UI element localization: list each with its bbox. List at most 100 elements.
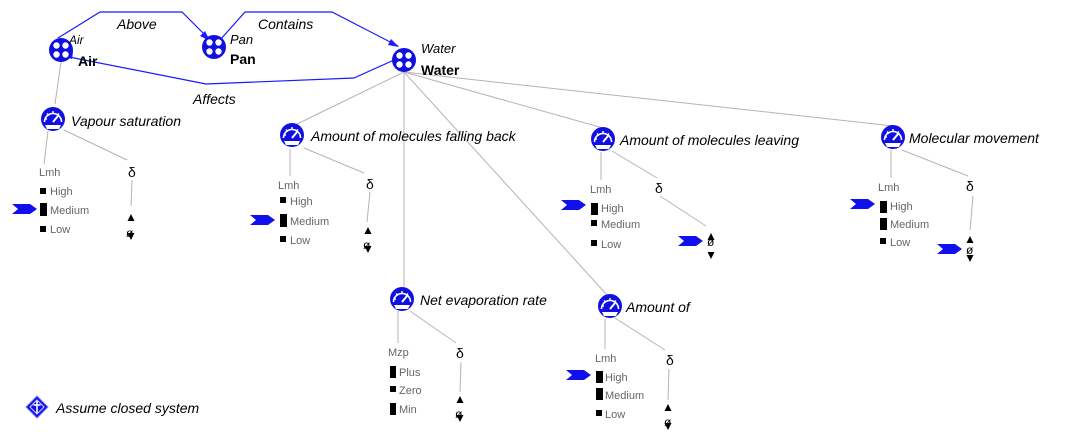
entity-pan[interactable]: Pan Pan xyxy=(202,32,256,67)
quantity-net-evaporation-rate[interactable]: Net evaporation rate Mzp Plus Zero Min δ… xyxy=(388,286,547,422)
value-marker xyxy=(596,410,602,416)
relation-affects-line xyxy=(63,55,395,85)
value-marker xyxy=(280,197,286,203)
structure-links xyxy=(43,61,974,401)
value-high: High xyxy=(290,196,313,208)
value-low: Low xyxy=(605,409,625,421)
link-water-amount xyxy=(403,71,609,297)
relation-above-label: Above xyxy=(116,16,157,32)
entity-water-small-label: Water xyxy=(421,41,456,56)
value-marker xyxy=(390,386,396,392)
link-falling-derivative xyxy=(303,147,365,174)
derivative-value: ø xyxy=(126,226,134,240)
quantity-space-label: Lmh xyxy=(278,180,299,192)
value-high: High xyxy=(890,201,913,213)
entity-air-small-label: Air xyxy=(68,33,85,47)
quantity-amount-leaving[interactable]: Amount of molecules leaving Lmh High Med… xyxy=(561,126,799,259)
value-marker-current xyxy=(880,201,887,213)
value-marker xyxy=(40,188,46,194)
gauge-icon xyxy=(880,124,906,150)
quantity-amount-falling-back[interactable]: Amount of molecules falling back Lmh Hig… xyxy=(250,122,517,253)
link-water-movement xyxy=(403,71,894,127)
quantity-name: Amount of molecules leaving xyxy=(619,132,799,148)
relation-above-line xyxy=(57,11,211,41)
link-vapour-space xyxy=(43,130,49,165)
derivative-pointer xyxy=(678,236,703,246)
value-marker xyxy=(591,240,597,246)
assumption-label: Assume closed system xyxy=(55,400,199,416)
relation-links xyxy=(57,11,399,85)
current-value-pointer xyxy=(12,204,37,214)
derivative-value: ø xyxy=(707,235,715,249)
link-movement-derivative xyxy=(901,149,969,177)
value-high: High xyxy=(605,372,628,384)
entity-water-name: Water xyxy=(421,62,460,78)
link-falling-deriv-value xyxy=(366,191,371,223)
relation-contains-label: Contains xyxy=(258,16,313,32)
derivative-symbol: δ xyxy=(966,178,974,194)
link-leaving-deriv-value xyxy=(659,195,707,227)
gauge-icon xyxy=(279,122,305,148)
value-high: High xyxy=(50,186,73,198)
entity-pan-small-label: Pan xyxy=(230,32,253,47)
link-amount-deriv-value xyxy=(667,368,670,401)
entity-water[interactable]: Water Water xyxy=(392,41,460,78)
link-water-leaving xyxy=(403,71,604,129)
relation-affects-label: Affects xyxy=(192,91,236,107)
link-vapour-deriv-value xyxy=(130,179,133,207)
value-marker-current xyxy=(280,214,287,227)
quantity-name: Net evaporation rate xyxy=(420,292,547,308)
link-amount-derivative xyxy=(614,317,666,351)
derivative-value: ø xyxy=(455,407,463,421)
value-low: Low xyxy=(50,224,70,236)
derivative-symbol: δ xyxy=(655,180,663,196)
value-marker xyxy=(40,226,46,232)
value-medium: Medium xyxy=(605,390,644,402)
derivative-value: ø xyxy=(664,415,672,429)
link-movement-deriv-value xyxy=(969,195,974,231)
derivative-pointer xyxy=(937,244,962,254)
entity-air[interactable]: Air Air xyxy=(49,33,98,69)
value-marker xyxy=(596,388,603,400)
derivative-value: ø xyxy=(363,238,371,252)
link-netevap-derivative xyxy=(409,310,457,344)
current-value-pointer xyxy=(561,200,586,210)
value-medium: Medium xyxy=(290,216,329,228)
value-marker xyxy=(390,366,396,378)
value-marker xyxy=(280,236,286,242)
quantity-space-label: Lmh xyxy=(39,167,60,179)
quantity-molecular-movement[interactable]: Molecular movement Lmh High Medium Low δ… xyxy=(850,124,1040,262)
quantity-vapour-saturation[interactable]: Vapour saturation Lmh High Medium Low δ … xyxy=(12,106,181,240)
quantity-name: Molecular movement xyxy=(909,130,1040,146)
current-value-pointer xyxy=(250,215,275,225)
current-value-pointer xyxy=(850,199,875,209)
arrowhead-contains xyxy=(388,39,399,47)
value-high: High xyxy=(601,203,624,215)
gauge-icon xyxy=(40,106,66,132)
value-marker xyxy=(390,403,396,415)
value-plus: Plus xyxy=(399,367,421,379)
value-zero: Zero xyxy=(399,385,422,397)
value-marker-current xyxy=(40,203,47,216)
assumption-closed-system[interactable]: Assume closed system xyxy=(25,395,199,419)
value-medium: Medium xyxy=(601,219,640,231)
derivative-symbol: δ xyxy=(128,164,136,180)
gauge-icon xyxy=(590,126,616,152)
quantity-name: Amount of xyxy=(625,299,692,315)
entity-icon xyxy=(392,48,416,72)
quantity-space-label: Mzp xyxy=(388,347,409,359)
current-value-pointer xyxy=(566,370,591,380)
quantity-space-label: Lmh xyxy=(595,353,616,365)
derivative-symbol: δ xyxy=(456,345,464,361)
link-leaving-derivative xyxy=(611,150,658,179)
quantity-name: Amount of molecules falling back xyxy=(310,128,517,144)
gauge-icon xyxy=(389,286,415,312)
entity-pan-name: Pan xyxy=(230,51,256,67)
derivative-symbol: δ xyxy=(666,352,674,368)
entity-icon xyxy=(202,35,226,59)
derivative-value: ø xyxy=(966,243,974,257)
quantity-amount-of[interactable]: Amount of Lmh High Medium Low δ ø xyxy=(566,293,692,430)
link-vapour-derivative xyxy=(63,129,128,161)
value-min: Min xyxy=(399,404,417,416)
